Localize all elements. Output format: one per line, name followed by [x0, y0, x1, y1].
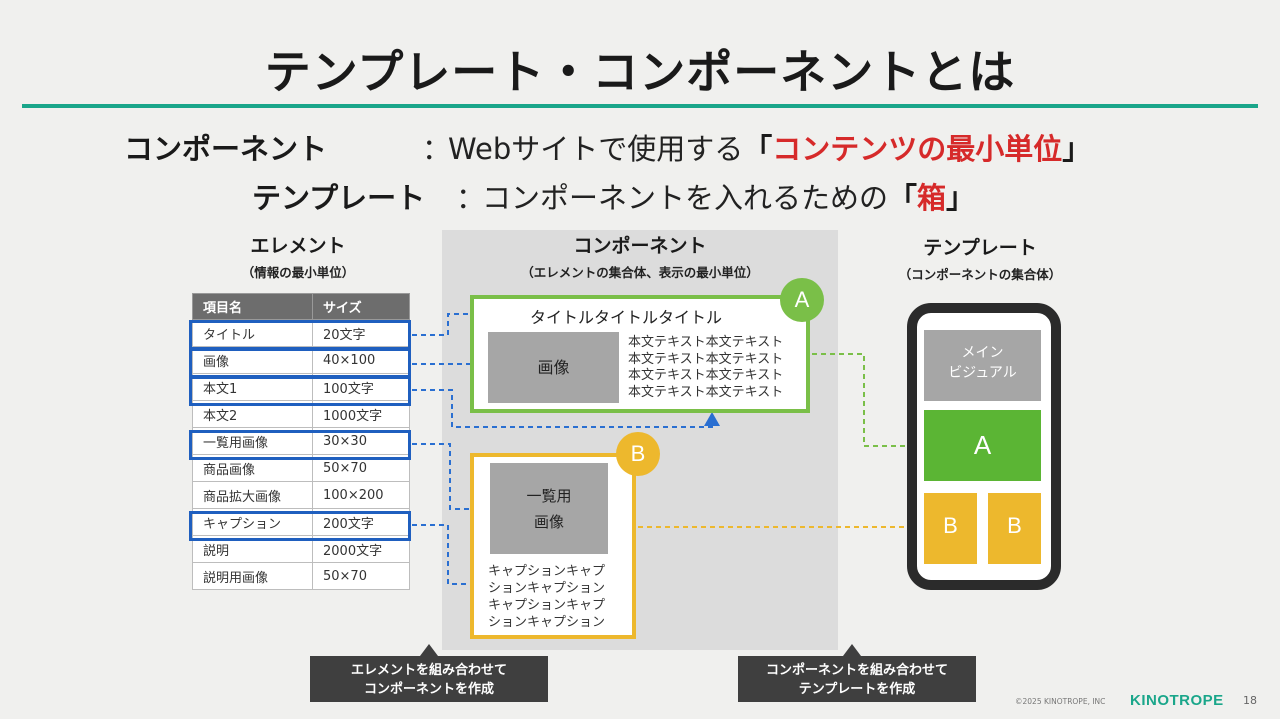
- element-subheading: （情報の最小単位）: [241, 265, 355, 280]
- template-heading: テンプレート: [923, 237, 1037, 259]
- body-line: 本文テキスト本文テキスト: [628, 335, 784, 350]
- caption-line: キャプションキャプ: [488, 598, 606, 613]
- page-number: 18: [1243, 694, 1257, 707]
- body-line: 本文テキスト本文テキスト: [628, 384, 784, 400]
- connector-list-image: [412, 443, 486, 517]
- definition-component-sep: ：: [422, 132, 452, 166]
- brand-logo: KINOTROPE: [1130, 692, 1224, 709]
- title-divider: [22, 104, 1258, 108]
- slide-title: テンプレート・コンポーネントとは: [264, 45, 1016, 99]
- element-heading: エレメント: [250, 235, 346, 257]
- main-visual-label: メイン: [961, 345, 1004, 361]
- component-b-box: 一覧用 画像 キャプションキャプ ションキャプション キャプションキャプ ション…: [470, 453, 636, 639]
- component-b-image-label: 一覧用: [526, 487, 572, 505]
- definition-component-highlight: コンテンツの最小単位: [772, 132, 1063, 166]
- definition-component-text: Webサイトで使用する「コンテンツの最小単位」: [448, 126, 1091, 168]
- table-cell: タイトル: [192, 319, 313, 347]
- template-slot-a: A: [924, 410, 1041, 481]
- connector-a-to-template: [812, 353, 920, 447]
- body-line: 本文テキスト本文テキスト: [628, 351, 784, 367]
- component-a-box: タイトルタイトルタイトル 画像 本文テキスト本文テキスト 本文テキスト本文テキス…: [470, 295, 810, 413]
- table-cell: 20文字: [312, 319, 410, 347]
- component-heading: コンポーネント: [573, 235, 707, 257]
- definition-template-label: テンプレート: [252, 181, 426, 215]
- definition-template-text: コンポーネントを入れるための「箱」: [482, 175, 975, 217]
- definition-component-label: コンポーネント: [124, 132, 328, 166]
- table-cell: 説明用画像: [192, 562, 313, 590]
- callout-line: エレメントを組み合わせて: [350, 663, 507, 678]
- bracket-close: 」: [946, 181, 976, 215]
- component-b-image: 一覧用 画像: [490, 463, 608, 554]
- definition-template-sep: ：: [456, 181, 486, 215]
- component-a-body: 本文テキスト本文テキスト 本文テキスト本文テキスト 本文テキスト本文テキスト 本…: [628, 335, 783, 401]
- row-highlight-caption: [189, 511, 411, 541]
- table-header-row: 項目名 サイズ: [192, 293, 410, 320]
- bracket-open: 「: [888, 181, 918, 215]
- callout-pointer: [843, 644, 862, 656]
- row-highlight-list-image: [189, 430, 411, 460]
- main-visual-label: ビジュアル: [948, 365, 1017, 381]
- definition-component-plain: Webサイトで使用する: [448, 132, 744, 166]
- connector-caption: [412, 524, 486, 592]
- phone-template: メイン ビジュアル A B B: [907, 303, 1061, 590]
- table-cell: 50×70: [312, 562, 410, 590]
- row-highlight-body1: [189, 376, 411, 406]
- body-line: 本文テキスト本文テキスト: [628, 368, 784, 383]
- component-subheading: （エレメントの集合体、表示の最小単位）: [521, 265, 759, 280]
- phone-notch: [955, 303, 1013, 312]
- main-visual-slot: メイン ビジュアル: [924, 330, 1041, 401]
- definition-template-highlight: 箱: [917, 181, 947, 215]
- template-slot-b: B: [988, 493, 1041, 564]
- callout-line: コンポーネントを作成: [363, 682, 494, 697]
- caption-line: ションキャプション: [488, 615, 606, 630]
- bracket-open: 「: [743, 132, 773, 166]
- caption-line: ションキャプション: [488, 581, 606, 596]
- component-a-title: タイトルタイトルタイトル: [530, 308, 723, 327]
- component-a-badge: A: [780, 278, 824, 322]
- copyright-text: ©2025 KINOTROPE, INC: [1015, 697, 1106, 706]
- table-cell: 100×200: [312, 481, 410, 509]
- connector-body: [412, 389, 720, 428]
- definition-template-plain: コンポーネントを入れるための: [482, 181, 889, 215]
- component-a-image: 画像: [488, 332, 619, 403]
- bracket-close: 」: [1062, 132, 1092, 166]
- callout-create-template: コンポーネントを組み合わせて テンプレートを作成: [738, 644, 976, 702]
- component-b-badge: B: [616, 432, 660, 476]
- template-slot-b: B: [924, 493, 977, 564]
- component-b-caption: キャプションキャプ ションキャプション キャプションキャプ ションキャプション: [488, 563, 605, 631]
- callout-pointer: [420, 644, 438, 656]
- caption-line: キャプションキャプ: [488, 564, 606, 579]
- component-b-image-label: 画像: [533, 513, 564, 531]
- callout-line: コンポーネントを組み合わせて: [765, 663, 948, 678]
- table-header: サイズ: [312, 293, 410, 320]
- template-subheading: （コンポーネントの集合体）: [898, 267, 1062, 282]
- callout-line: テンプレートを作成: [798, 682, 916, 697]
- callout-create-component: エレメントを組み合わせて コンポーネントを作成: [310, 644, 548, 702]
